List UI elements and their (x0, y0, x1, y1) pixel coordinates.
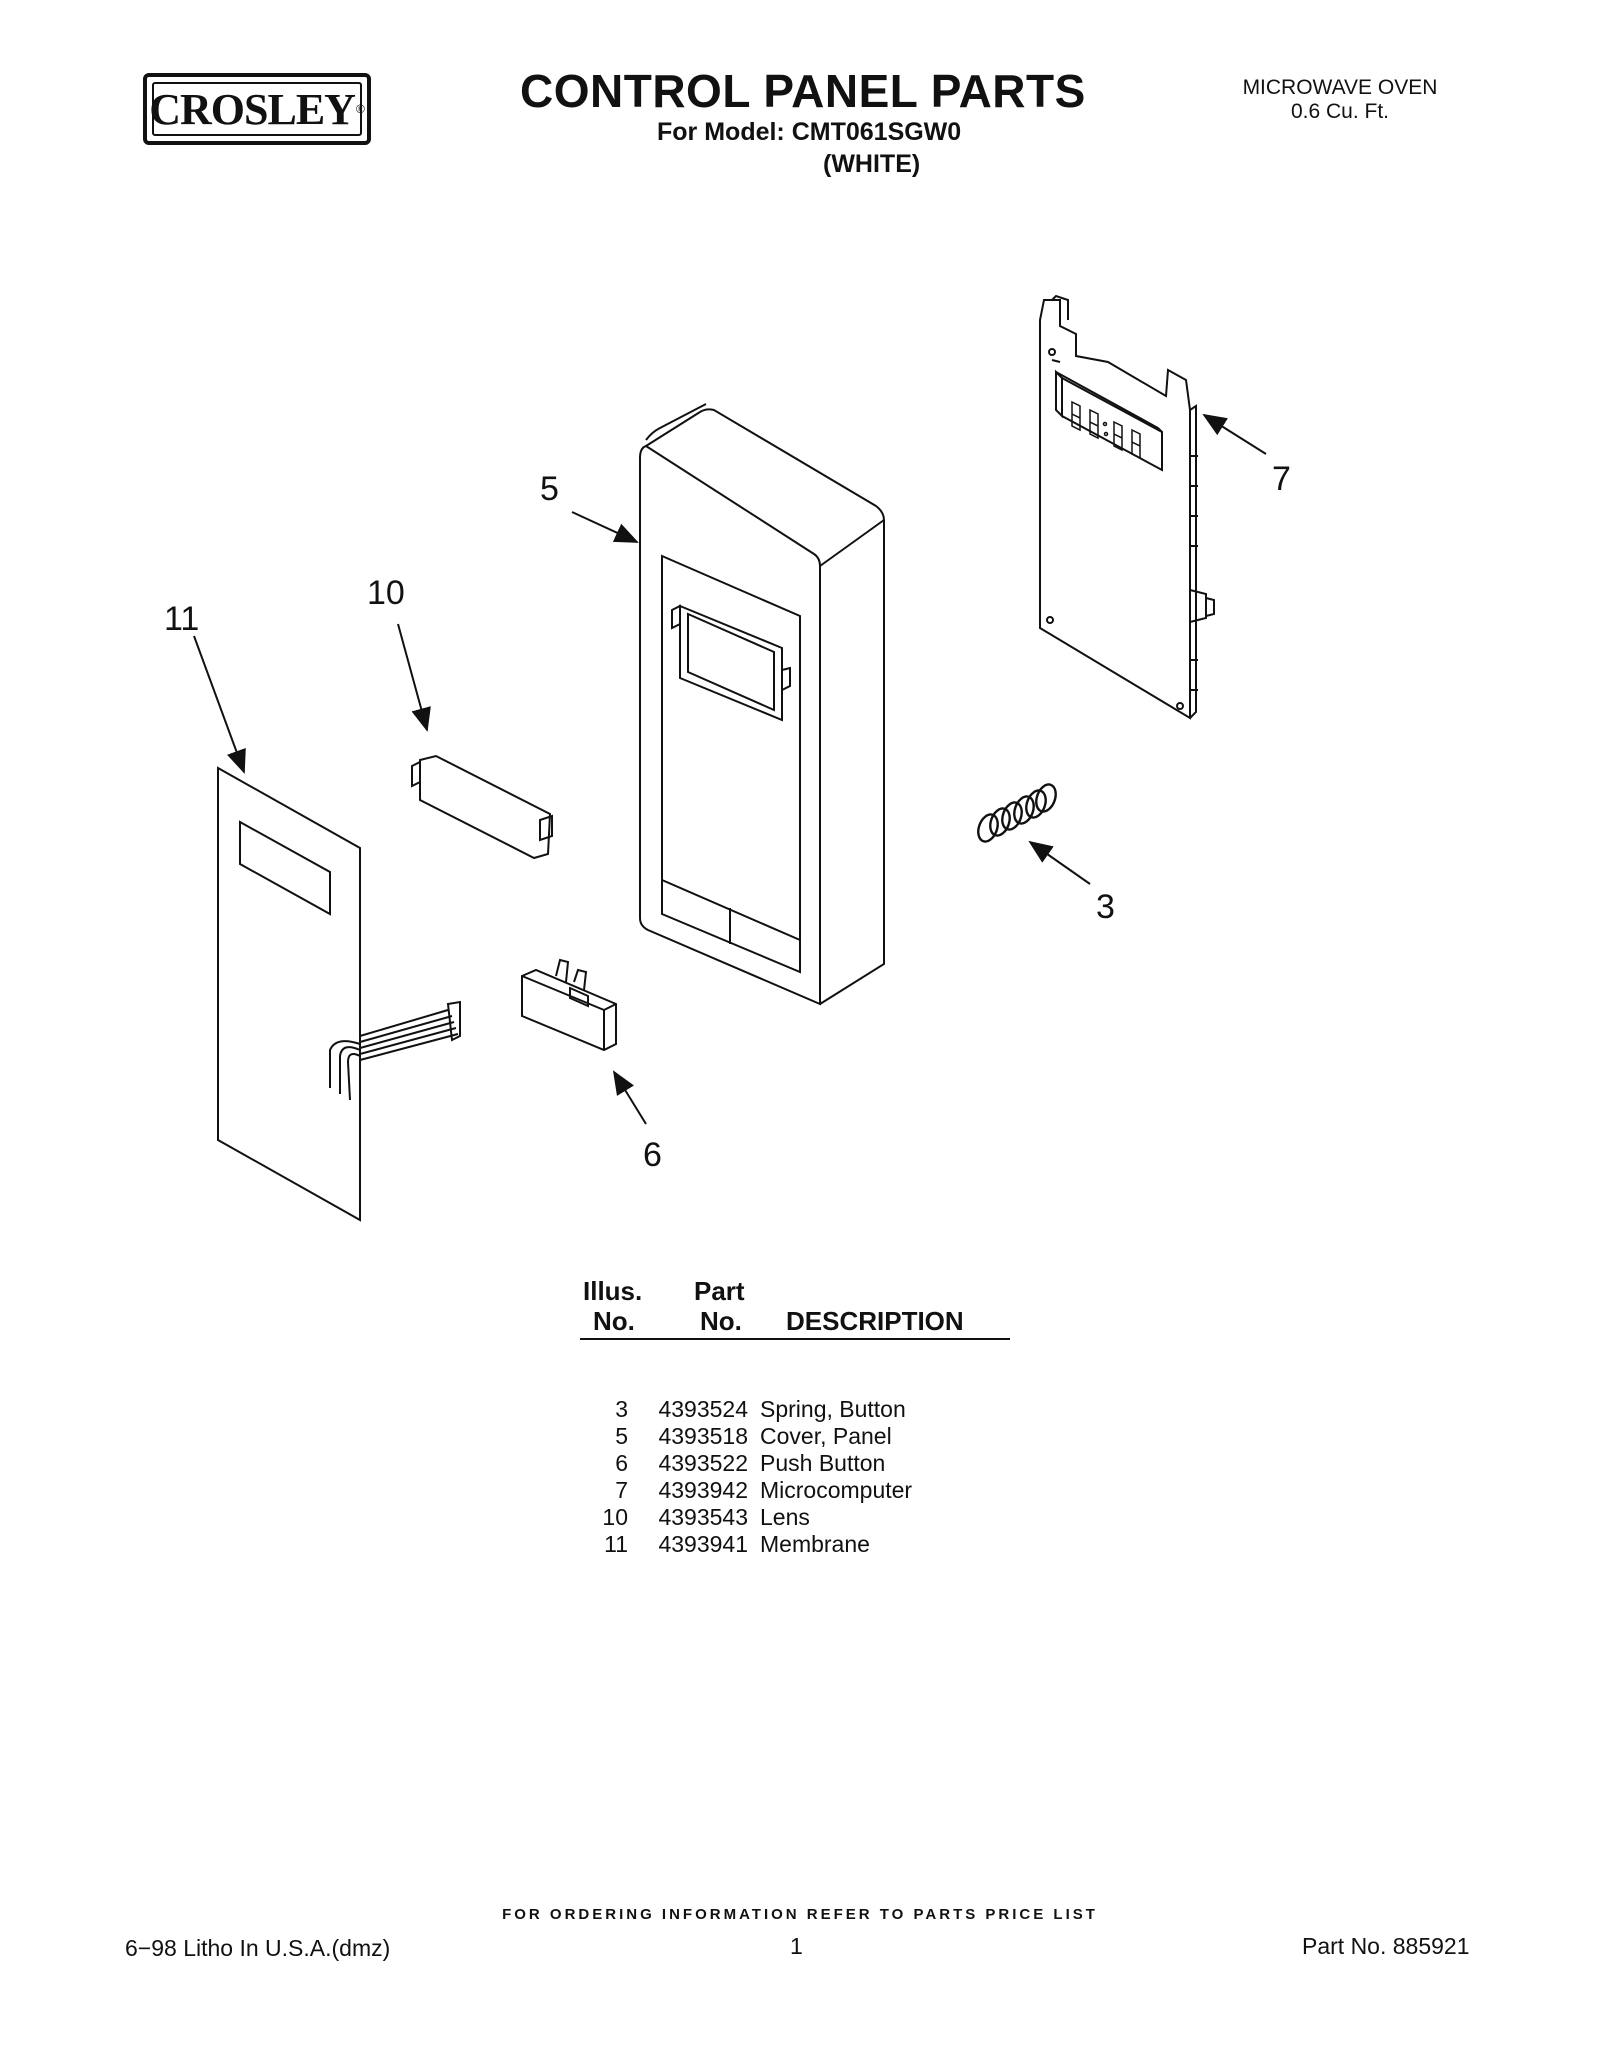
push-button-part (521, 958, 617, 1052)
illus-no: 5 (615, 1423, 628, 1449)
part-no: 4393524 (658, 1396, 748, 1422)
part-description: Spring, Button (760, 1396, 906, 1422)
table-row: 10 4393543 Lens (580, 1504, 810, 1531)
cover-panel-part (639, 403, 885, 1006)
part-no: 4393941 (658, 1531, 748, 1557)
illus-no: 7 (615, 1477, 628, 1503)
color-line: (WHITE) (823, 150, 921, 178)
spring-part (977, 783, 1057, 843)
registered-mark: ® (355, 102, 365, 116)
membrane-part (217, 766, 461, 1222)
callout-5: 5 (540, 470, 559, 508)
table-header-rule (580, 1338, 1010, 1340)
part-no: 4393543 (658, 1504, 748, 1530)
ordering-note: FOR ORDERING INFORMATION REFER TO PARTS … (502, 1906, 1098, 1923)
header-illus-top: Illus. (583, 1276, 643, 1306)
table-row: 3 4393524 Spring, Button (580, 1396, 906, 1423)
brand-logo-frame: CROSLEY® (149, 82, 365, 136)
product-info: MICROWAVE OVEN 0.6 Cu. Ft. (1200, 76, 1480, 124)
callout-6: 6 (643, 1136, 662, 1174)
part-no: 4393522 (658, 1450, 748, 1476)
litho-note: 6−98 Litho In U.S.A.(dmz) (125, 1935, 391, 1961)
header-illus-bottom: No. (593, 1306, 635, 1336)
part-description: Push Button (760, 1450, 886, 1476)
brand-name: CROSLEY (149, 84, 356, 134)
part-description: Cover, Panel (760, 1423, 892, 1449)
model-line: For Model: CMT061SGW0 (657, 118, 962, 146)
illus-no: 11 (604, 1531, 628, 1557)
part-description: Membrane (760, 1531, 870, 1557)
header-description: DESCRIPTION (786, 1306, 964, 1336)
table-row: 6 4393522 Push Button (580, 1450, 885, 1477)
arrow-11 (193, 635, 246, 774)
arrow-10 (397, 623, 431, 732)
exploded-parts-diagram: 5 7 10 11 3 6 (164, 294, 1291, 1222)
callout-7: 7 (1272, 460, 1291, 498)
table-row: 11 4393941 Membrane (580, 1531, 870, 1558)
table-row: 5 4393518 Cover, Panel (580, 1423, 892, 1450)
illus-no: 10 (602, 1504, 628, 1530)
arrow-6 (612, 1070, 647, 1125)
table-row: 7 4393942 Microcomputer (580, 1477, 912, 1504)
header-part-bottom: No. (700, 1306, 742, 1336)
part-no: 4393518 (658, 1423, 748, 1449)
illus-no: 3 (615, 1396, 628, 1422)
leader-arrows (193, 413, 1267, 1125)
microcomputer-part (1039, 294, 1215, 720)
part-description: Lens (760, 1504, 810, 1530)
illus-no: 6 (615, 1450, 628, 1476)
page-title: CONTROL PANEL PARTS (520, 65, 1086, 117)
arrow-7 (1202, 413, 1267, 455)
callout-3: 3 (1096, 888, 1115, 926)
callout-10: 10 (367, 574, 405, 612)
product-type: MICROWAVE OVEN (1242, 76, 1438, 99)
callout-11: 11 (164, 600, 199, 638)
brand-logo: CROSLEY® (143, 73, 371, 145)
arrow-3 (1028, 840, 1091, 885)
header-part-top: Part (694, 1276, 745, 1306)
product-capacity: 0.6 Cu. Ft. (1290, 100, 1390, 123)
lens-part (411, 754, 553, 860)
part-description: Microcomputer (760, 1477, 913, 1503)
display-digits (1071, 400, 1141, 460)
arrow-5 (571, 511, 639, 543)
document-part-number: Part No. 885921 (1302, 1933, 1470, 1959)
page-number: 1 (790, 1933, 803, 1959)
part-no: 4393942 (658, 1477, 748, 1503)
